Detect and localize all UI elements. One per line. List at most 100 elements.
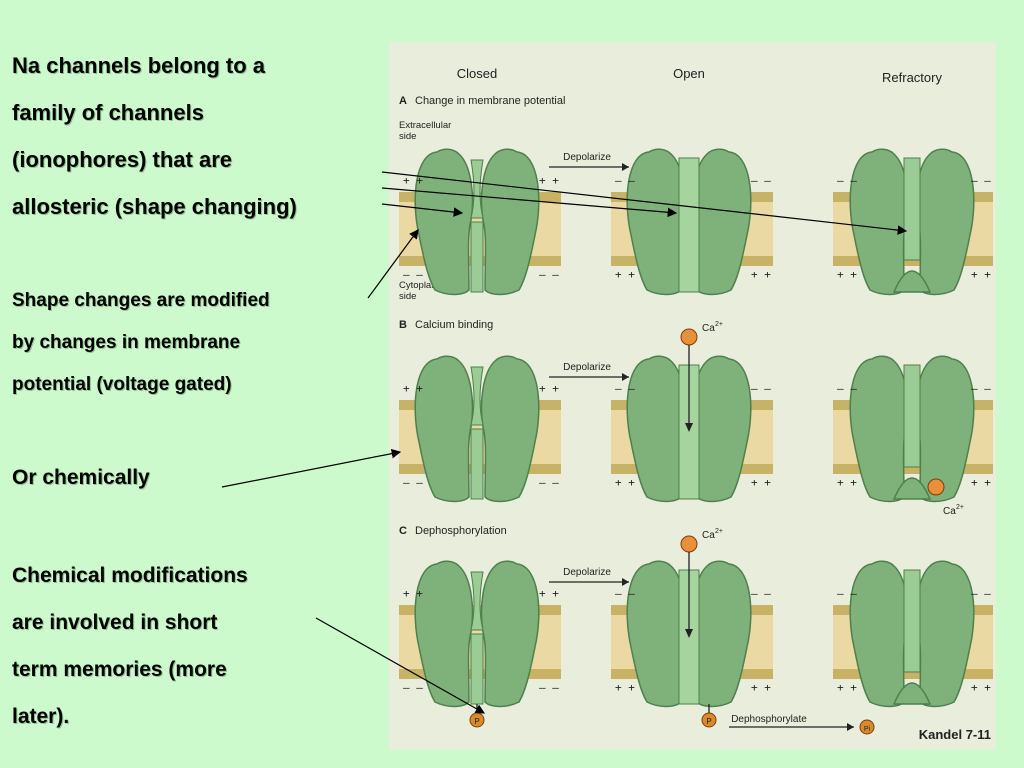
charge-sign: – –	[615, 382, 635, 395]
bullet-line: potential (voltage gated)	[12, 374, 232, 395]
channel-pore	[678, 157, 700, 293]
channel-subunit-left	[414, 355, 474, 503]
depolarize-arrow-c-head	[622, 578, 629, 586]
charge-sign: – –	[539, 268, 559, 281]
charge-sign: + +	[403, 382, 423, 395]
phosphate-group	[701, 712, 717, 728]
ion-channel	[626, 148, 752, 296]
charge-sign: – –	[837, 382, 857, 395]
channel-gate	[470, 428, 484, 500]
panel-c-letter: C	[399, 525, 407, 537]
calcium-path-arrowhead	[685, 423, 693, 432]
ion-channel	[414, 148, 540, 296]
depolarize-label-a: Depolarize	[563, 152, 611, 163]
channel-subunit-right	[692, 148, 752, 296]
charge-sign: + +	[751, 268, 771, 281]
calcium-label: Ca	[702, 323, 715, 334]
panel-a-title: Change in membrane potential	[415, 95, 565, 107]
bullet-chemically: Or chemically	[12, 458, 150, 498]
charge-sign: + +	[615, 476, 635, 489]
cytoplasmic-label: Cytoplasmic	[399, 280, 451, 291]
bullet-line: Na channels belong to a	[12, 53, 266, 78]
column-open: Open	[673, 66, 705, 81]
panel-b-title: Calcium binding	[415, 319, 493, 331]
panel-c-title: Dephosphorylation	[415, 525, 507, 537]
charge-sign: – –	[539, 681, 559, 694]
phosphate-label: P	[706, 717, 711, 726]
phosphate-label: P	[474, 717, 479, 726]
channel-subunit-left	[849, 560, 909, 708]
channel-subunit-right	[915, 355, 975, 503]
charge-sign: + +	[403, 174, 423, 187]
bullet-line: allosteric (shape changing)	[12, 194, 297, 219]
credit-label: Kandel 7-11	[919, 727, 991, 742]
channel-subunit-left	[414, 560, 474, 708]
column-closed: Closed	[457, 66, 497, 81]
channel-subunit-right	[692, 560, 752, 708]
charge-sign: + +	[539, 174, 559, 187]
charge-sign: + +	[837, 268, 857, 281]
charge-sign: – –	[837, 587, 857, 600]
channel-rows: + + + + – – – – – – – – + + + + – – – – + + + + + + +…	[399, 148, 993, 735]
bullet-line: Or chemically	[12, 466, 150, 489]
charge-signs: – –– –+ ++ +	[615, 587, 771, 694]
charge-sign: + +	[971, 476, 991, 489]
channel-subunit-left	[626, 355, 686, 503]
charge-signs: + ++ +– –– –	[403, 382, 559, 489]
ion-channel	[414, 560, 540, 708]
inactivation-gate	[892, 270, 932, 293]
ion-channel	[849, 355, 975, 503]
calcium-ion-bound	[927, 478, 945, 496]
charge-sign: – –	[615, 587, 635, 600]
channel-subunit-right	[915, 560, 975, 708]
panel-b-letter: B	[399, 319, 407, 331]
dephosphorylate-label: Dephosphorylate	[731, 714, 807, 725]
charge-sign: + +	[971, 681, 991, 694]
ion-channel-figure: Closed Open Refractory A Change in membr…	[389, 42, 996, 750]
arrow-chemically	[221, 448, 402, 488]
channel-gate	[470, 221, 484, 293]
channel-subunit-right	[692, 355, 752, 503]
charge-sign: + +	[615, 268, 635, 281]
charge-sign: – –	[751, 174, 771, 187]
channel-pore	[470, 366, 484, 426]
charge-sign: – –	[403, 268, 423, 281]
channel-pore	[470, 571, 484, 631]
channel-subunit-right	[915, 148, 975, 296]
depolarize-label-c: Depolarize	[563, 567, 611, 578]
charge-sign: + +	[615, 681, 635, 694]
extracellular-label-2: side	[399, 131, 416, 142]
calcium-charge-label: 2+	[715, 528, 723, 535]
channel-subunit-left	[849, 355, 909, 503]
channel-subunit-right	[480, 148, 540, 296]
charge-sign: – –	[971, 174, 991, 187]
ion-channel	[849, 148, 975, 296]
panel-a-letter: A	[399, 95, 407, 107]
channel-pore	[903, 569, 921, 673]
cytoplasmic-label-2: side	[399, 291, 416, 302]
depolarize-arrow-a-head	[622, 163, 629, 171]
inorganic-phosphate-label: Pi	[864, 726, 871, 733]
channel-subunit-left	[626, 148, 686, 296]
charge-sign: – –	[403, 681, 423, 694]
charge-sign: + +	[751, 476, 771, 489]
inorganic-phosphate	[859, 719, 875, 735]
charge-sign: – –	[403, 476, 423, 489]
calcium-ion	[680, 328, 698, 346]
calcium-path-arrowhead	[685, 629, 693, 638]
charge-sign: + +	[539, 587, 559, 600]
charge-sign: – –	[971, 382, 991, 395]
charge-sign: + +	[837, 681, 857, 694]
channel-subunit-left	[414, 148, 474, 296]
charge-sign: + +	[971, 268, 991, 281]
calcium-label: Ca	[702, 530, 715, 541]
depolarize-arrow-b-head	[622, 373, 629, 381]
channel-subunit-right	[480, 355, 540, 503]
charge-sign: + +	[539, 382, 559, 395]
bullet-line: later).	[12, 705, 70, 728]
channel-subunit-left	[849, 148, 909, 296]
charge-signs: – –– –+ ++ +	[837, 587, 991, 694]
charge-sign: – –	[615, 174, 635, 187]
ion-channel	[414, 355, 540, 503]
charge-signs: – –– –+ ++ +	[615, 382, 771, 489]
